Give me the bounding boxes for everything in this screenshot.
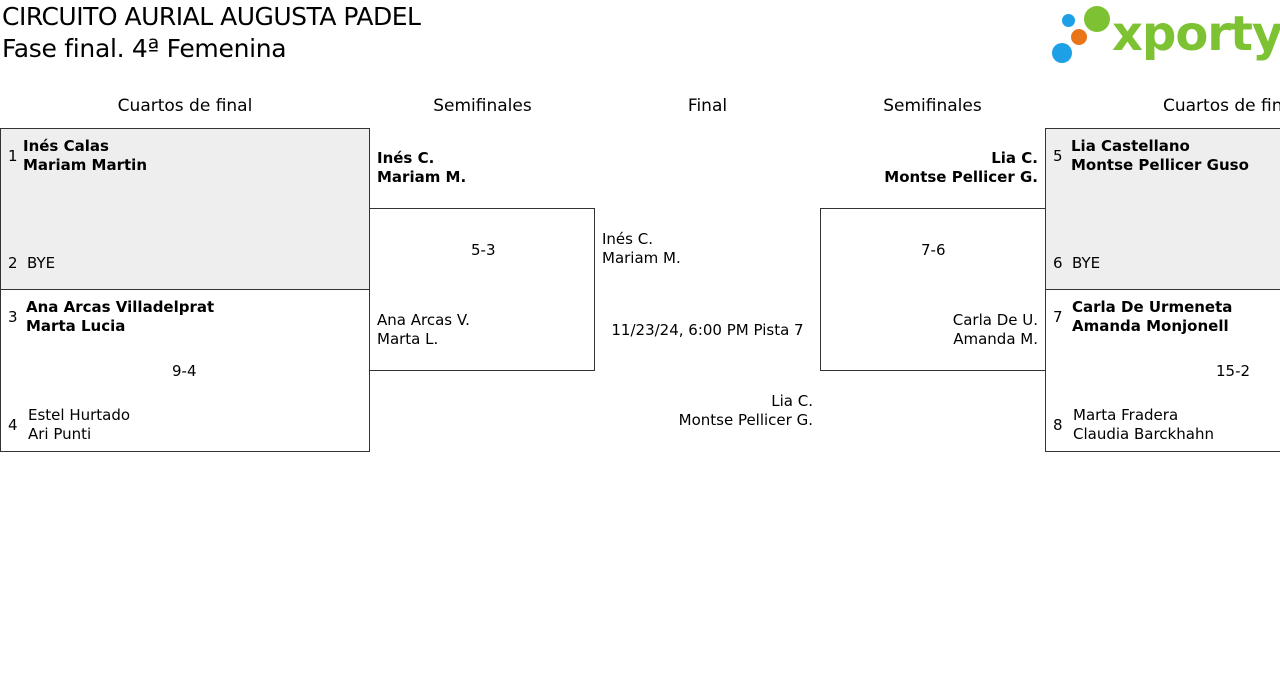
round-header-left-semis: Semifinales xyxy=(433,96,532,116)
round-header-right-quarters: Cuartos de fin xyxy=(1163,96,1280,116)
player-name: Estel Hurtado xyxy=(28,406,131,424)
player-name: Ana Arcas V. xyxy=(377,311,470,329)
player-name: Carla De Urmeneta xyxy=(1072,298,1233,316)
seed-number: 8 xyxy=(1053,416,1063,434)
player-name: Mariam M. xyxy=(602,249,681,267)
player-name: Mariam Martin xyxy=(23,156,147,174)
bye-label: BYE xyxy=(1072,254,1101,272)
seed-number: 5 xyxy=(1053,147,1063,165)
match-score: 5-3 xyxy=(471,241,496,259)
player-name: Lia C. xyxy=(991,149,1038,167)
match-box-right-sf[interactable]: 7-6 Carla De U. Amanda M. xyxy=(820,208,1046,371)
xporty-logo[interactable]: xporty xyxy=(1050,4,1280,68)
logo-dot-orange xyxy=(1071,29,1087,45)
seed-number: 2 xyxy=(8,254,18,272)
logo-dot-green xyxy=(1084,6,1110,32)
player-name: Amanda Monjonell xyxy=(1072,317,1229,335)
logo-dot-blue-large xyxy=(1052,43,1072,63)
match-score: 7-6 xyxy=(921,241,946,259)
player-name: Inés C. xyxy=(602,230,653,248)
logo-dot-blue xyxy=(1062,14,1075,27)
player-name: Montse Pellicer G. xyxy=(678,411,813,429)
tournament-subtitle: Fase final. 4ª Femenina xyxy=(2,34,287,63)
round-header-left-quarters: Cuartos de final xyxy=(117,96,253,116)
match-box-right-qf2[interactable]: 7 Carla De Urmeneta Amanda Monjonell 15-… xyxy=(1045,289,1280,452)
seed-number: 4 xyxy=(8,416,18,434)
match-box-right-qf1[interactable]: 5 Lia Castellano Montse Pellicer Guso 6 … xyxy=(1045,128,1280,290)
bye-label: BYE xyxy=(27,254,56,272)
match-score: 9-4 xyxy=(172,362,197,380)
player-name: Claudia Barckhahn xyxy=(1073,425,1214,443)
player-name: Ari Punti xyxy=(28,425,92,443)
match-box-left-qf1[interactable]: 1 Inés Calas Mariam Martin 2 BYE xyxy=(0,128,370,290)
player-name: Carla De U. xyxy=(952,311,1038,329)
player-name: Inés C. xyxy=(377,149,435,167)
match-schedule: 11/23/24, 6:00 PM Pista 7 xyxy=(611,321,804,339)
player-name: Amanda M. xyxy=(953,330,1038,348)
round-header-right-semis: Semifinales xyxy=(883,96,982,116)
player-name: Lia Castellano xyxy=(1071,137,1190,155)
player-name: Marta L. xyxy=(377,330,439,348)
match-box-left-qf2[interactable]: 3 Ana Arcas Villadelprat Marta Lucia 9-4… xyxy=(0,289,370,452)
seed-number: 7 xyxy=(1053,308,1063,326)
player-name: Montse Pellicer G. xyxy=(884,168,1038,186)
player-name: Marta Lucia xyxy=(26,317,126,335)
round-header-final: Final xyxy=(687,96,728,116)
seed-number: 6 xyxy=(1053,254,1063,272)
player-name: Ana Arcas Villadelprat xyxy=(26,298,215,316)
player-name: Montse Pellicer Guso xyxy=(1071,156,1249,174)
player-name: Inés Calas xyxy=(23,137,109,155)
player-name: Mariam M. xyxy=(377,168,467,186)
logo-text: xporty xyxy=(1112,6,1280,62)
tournament-title: CIRCUITO AURIAL AUGUSTA PADEL xyxy=(2,2,421,31)
match-score: 15-2 xyxy=(1216,362,1251,380)
match-box-left-sf[interactable]: 5-3 Ana Arcas V. Marta L. xyxy=(369,208,595,371)
seed-number: 1 xyxy=(8,147,18,165)
seed-number: 3 xyxy=(8,308,18,326)
player-name: Marta Fradera xyxy=(1073,406,1179,424)
player-name: Lia C. xyxy=(771,392,813,410)
